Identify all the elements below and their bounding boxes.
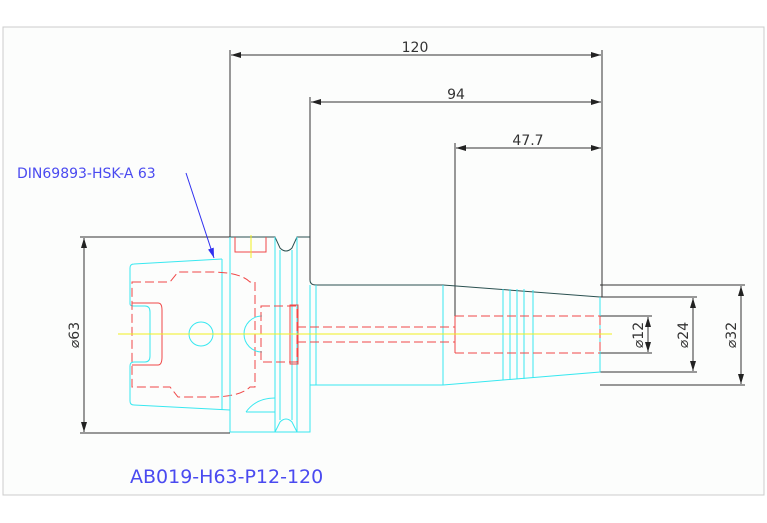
dim-bore-depth: 47.7 xyxy=(512,133,543,149)
dim-overall-length: 120 xyxy=(402,40,429,56)
dim-flange-diameter: ⌀63 xyxy=(67,322,83,348)
dim-bore-diameter: ⌀12 xyxy=(631,322,647,348)
interface-label: DIN69893-HSK-A 63 xyxy=(17,166,156,182)
extension-lines xyxy=(80,50,745,434)
dimension-lines xyxy=(81,52,744,432)
part-number: AB019-H63-P12-120 xyxy=(130,466,323,488)
interface-leader xyxy=(185,172,215,259)
dim-shank-length: 94 xyxy=(447,87,465,103)
drawing-frame xyxy=(2,26,765,496)
dim-nose-diameter: ⌀24 xyxy=(676,322,692,348)
dim-shank-diameter: ⌀32 xyxy=(724,322,740,348)
